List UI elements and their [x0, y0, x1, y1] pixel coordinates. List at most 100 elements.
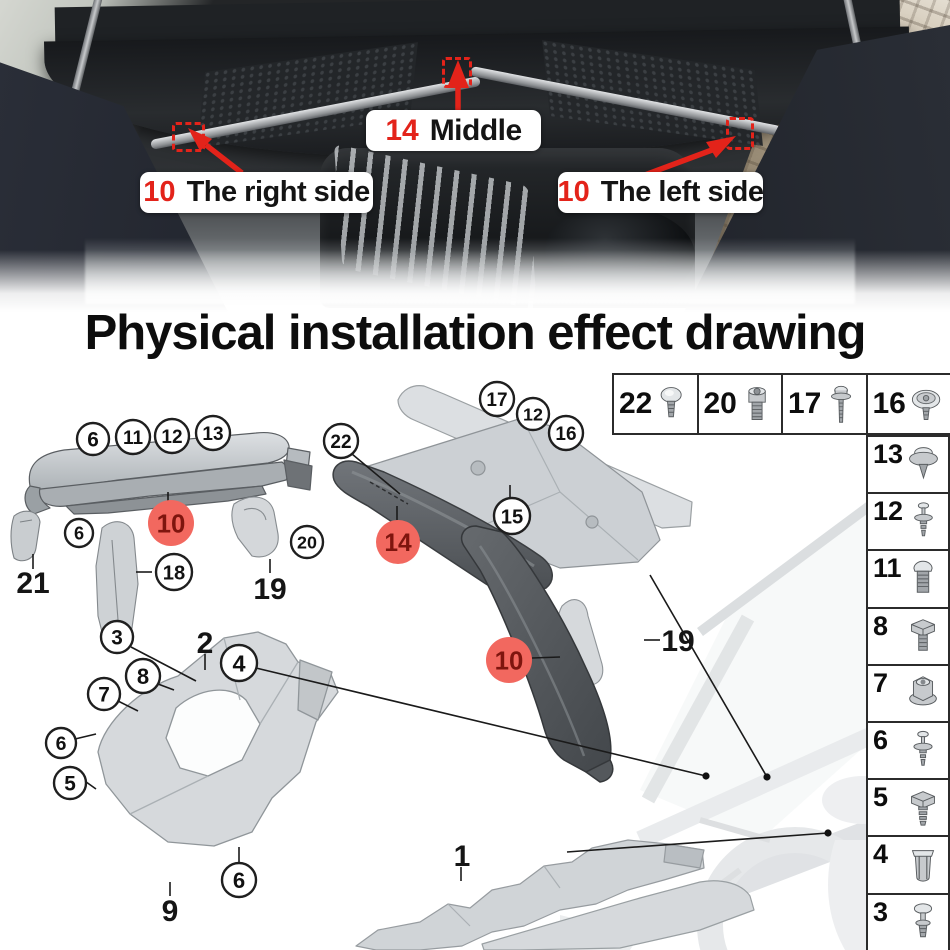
- pin-rivet-icon: [913, 730, 933, 766]
- washer-screw-icon: [911, 389, 941, 420]
- svg-text:6: 6: [87, 428, 99, 451]
- svg-text:21: 21: [16, 567, 49, 600]
- legend-cell-8: 8: [866, 606, 950, 666]
- svg-text:20: 20: [297, 532, 317, 552]
- photo-label-left-text: The left side: [600, 176, 764, 208]
- pan-screw-icon: [661, 387, 683, 418]
- bracket-part-19-left: [231, 496, 279, 558]
- dome-rivet-icon: [913, 902, 933, 937]
- callout-4: 4: [219, 643, 259, 683]
- side-member-part-10: [460, 525, 614, 783]
- callout-7: 7: [86, 676, 122, 712]
- front-rail-part-1: [355, 839, 705, 950]
- svg-text:10: 10: [495, 647, 524, 675]
- callout-19: 19: [253, 573, 286, 606]
- callout-6: 6: [75, 421, 111, 457]
- svg-text:19: 19: [661, 625, 694, 658]
- callout-8: 8: [124, 657, 162, 695]
- callout-20: 20: [289, 524, 325, 560]
- callout-6: 6: [220, 861, 258, 899]
- legend-number: 16: [872, 387, 906, 420]
- callout-1: 1: [454, 840, 471, 873]
- leader-line: [649, 574, 768, 778]
- leader-dot: [702, 772, 710, 780]
- leader-line: [531, 656, 561, 659]
- callout-3: 3: [99, 619, 135, 655]
- svg-text:19: 19: [253, 573, 286, 606]
- page-title: Physical installation effect drawing: [84, 306, 867, 360]
- leader-dot: [763, 773, 771, 781]
- svg-text:13: 13: [202, 424, 223, 445]
- legend-number: 4: [873, 839, 889, 870]
- callout-19: 19: [661, 625, 694, 658]
- target-marker-left: [726, 117, 754, 150]
- legend-number: 7: [873, 667, 889, 698]
- legend-number: 13: [873, 439, 904, 469]
- leader-line: [351, 453, 401, 495]
- socket-bolt-icon: [748, 387, 766, 420]
- svg-text:3: 3: [111, 626, 123, 649]
- svg-text:16: 16: [555, 424, 576, 445]
- cowl-trim-part-10: [24, 431, 313, 515]
- callout-15: 15: [492, 496, 532, 536]
- callout-12: 12: [153, 417, 191, 455]
- legend-cell-22: 22: [612, 373, 699, 435]
- svg-text:5: 5: [64, 772, 76, 795]
- callout-9: 9: [162, 895, 179, 928]
- legend-cell-17: 17: [781, 373, 868, 435]
- svg-text:15: 15: [501, 506, 523, 528]
- parts-diagram: 6111213221712161561820384765610141021192…: [10, 380, 950, 950]
- legend-number: 22: [619, 387, 653, 420]
- leader-lines: [32, 453, 832, 896]
- legend-number: 17: [788, 387, 822, 420]
- bracket-part-18: [95, 521, 139, 652]
- svg-text:12: 12: [161, 427, 182, 448]
- legend-cell-4: 4: [866, 835, 950, 895]
- svg-text:17: 17: [486, 390, 507, 411]
- leader-line: [74, 733, 97, 740]
- callout-13: 13: [194, 414, 232, 452]
- legend-cell-11: 11: [866, 549, 950, 609]
- callout-17: 17: [478, 380, 516, 418]
- callout-11: 11: [114, 418, 152, 456]
- legend-number: 8: [873, 610, 889, 641]
- legend-number: 6: [873, 725, 889, 755]
- svg-text:6: 6: [233, 868, 245, 893]
- callout-14: 14: [376, 520, 420, 564]
- svg-text:14: 14: [384, 530, 412, 557]
- legend-number: 5: [873, 782, 889, 813]
- long-bolt-icon: [831, 385, 852, 423]
- legend-cell-13: 13: [866, 435, 950, 495]
- leader-line: [157, 683, 175, 691]
- callout-16: 16: [547, 414, 585, 452]
- pin-rivet-icon: [914, 502, 933, 537]
- photo-label-left-side: 10 The left side: [558, 172, 764, 213]
- callout-21: 21: [16, 567, 49, 600]
- flange-nut-icon: [909, 675, 937, 706]
- svg-text:12: 12: [523, 404, 543, 424]
- legend-number: 20: [703, 387, 737, 420]
- svg-text:6: 6: [56, 733, 67, 755]
- callout-5: 5: [52, 765, 88, 801]
- svg-text:9: 9: [162, 895, 179, 928]
- legend-cell-20: 20: [696, 373, 783, 435]
- legend-cell-7: 7: [866, 663, 950, 723]
- leader-line: [566, 832, 829, 853]
- button-bolt-icon: [913, 561, 933, 594]
- legend-number: 11: [873, 553, 902, 584]
- engine-bay-photo: 14 Middle 10 The right side 10 The left …: [0, 0, 950, 312]
- photo-label-right-number: 10: [143, 176, 176, 208]
- svg-text:22: 22: [330, 432, 351, 453]
- callout-22: 22: [322, 422, 360, 460]
- callout-18: 18: [154, 552, 194, 592]
- svg-text:11: 11: [123, 428, 144, 449]
- photo-bottom-fade: [0, 250, 950, 312]
- legend-number: 12: [873, 496, 904, 527]
- legend-cell-3: 3: [866, 892, 950, 950]
- svg-text:1: 1: [454, 840, 471, 873]
- photo-label-middle-text: Middle: [429, 113, 523, 147]
- hex-bolt-long-icon: [911, 791, 935, 826]
- legend-cell-16: 16: [865, 373, 950, 435]
- legend-cell-12: 12: [866, 492, 950, 552]
- photo-label-middle-number: 14: [385, 113, 419, 147]
